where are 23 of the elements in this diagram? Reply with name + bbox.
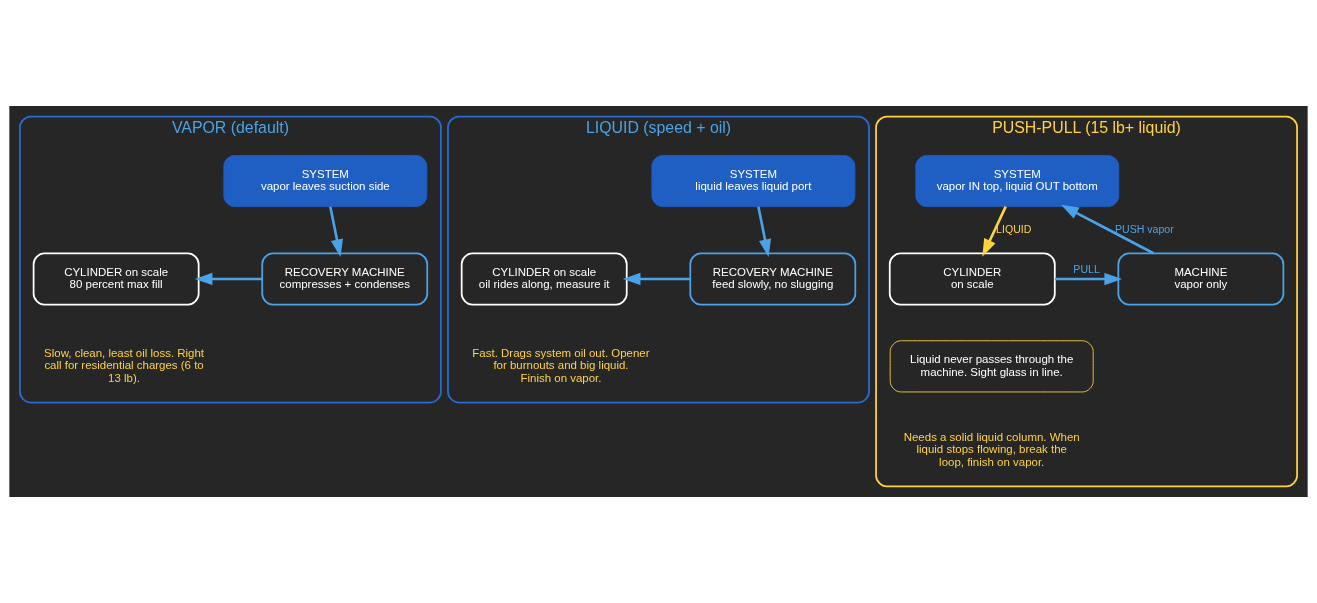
node-box: Liquid never passes through the machine. Sight glass in line. (889, 340, 1094, 393)
arrow (1054, 272, 1123, 286)
arrow (622, 272, 691, 286)
arrow (194, 272, 263, 286)
edge-label: LIQUID (996, 222, 1032, 235)
node-text: Slow, clean, least oil loss. Right call for residential charges (6 to 13 lb). (44, 347, 205, 384)
node-text: Needs a solid liquid column. When liquid stops flowing, break the loop, finish on vapor. (903, 430, 1080, 468)
node-box: SYSTEM vapor leaves suction side (223, 155, 428, 208)
node-box: SYSTEM vapor IN top, liquid OUT bottom (915, 155, 1120, 208)
node-box: RECOVERY MACHINE feed slowly, no slugging (689, 252, 857, 306)
arrow (982, 206, 1007, 257)
node-box: SYSTEM liquid leaves liquid port (651, 155, 856, 208)
edge-label: PULL (1073, 263, 1100, 276)
node-box: CYLINDER on scale oil rides along, measure it (460, 252, 628, 306)
edge-label: PUSH vapor (1114, 222, 1174, 235)
node-box: CYLINDER on scale (888, 252, 1056, 306)
arrow (1061, 204, 1155, 255)
arrow (329, 206, 344, 258)
node-box: CYLINDER on scale 80 percent max fill (32, 252, 200, 306)
node-text: Fast. Drags system oil out. Opener for burnouts and big liquid. Finish on vapor. (472, 347, 650, 384)
arrow (757, 206, 772, 258)
node-box: RECOVERY MACHINE compresses + condenses (261, 252, 429, 306)
node-box: MACHINE vapor only (1117, 252, 1285, 306)
